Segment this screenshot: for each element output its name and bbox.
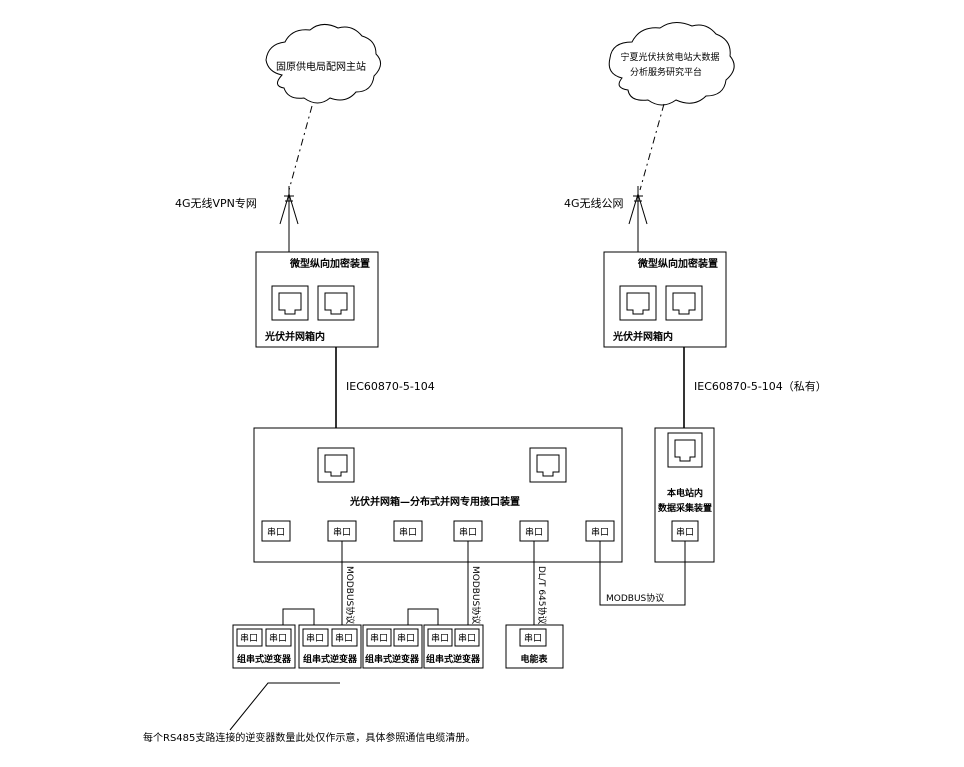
ethernet-port-icon bbox=[317, 447, 355, 483]
svg-text:串口: 串口 bbox=[399, 527, 417, 538]
svg-text:串口: 串口 bbox=[525, 527, 543, 538]
energy-meter: 串口 电能表 bbox=[505, 624, 564, 669]
svg-text:串口: 串口 bbox=[335, 633, 353, 644]
wireless-link-right bbox=[639, 103, 665, 191]
inverter-1-label: 组串式逆变器 bbox=[237, 653, 292, 665]
serial-port-1: 串口 bbox=[261, 520, 291, 542]
wireless-label-right: 4G无线公网 bbox=[564, 196, 624, 210]
serial-port-5: 串口 bbox=[519, 520, 549, 542]
ethernet-port-icon bbox=[529, 447, 567, 483]
svg-text:串口: 串口 bbox=[397, 633, 415, 644]
encryption-device-left-location: 光伏并网箱内 bbox=[264, 330, 325, 343]
cloud-left: 固原供电局配网主站 bbox=[265, 24, 381, 104]
svg-text:串口: 串口 bbox=[267, 527, 285, 538]
main-interface-device-label: 光伏并网箱—分布式并网专用接口装置 bbox=[349, 495, 520, 508]
encryption-device-right: 微型纵向加密装置 光伏并网箱内 bbox=[603, 251, 727, 348]
svg-text:串口: 串口 bbox=[306, 633, 324, 644]
antenna-left-icon bbox=[279, 186, 299, 252]
svg-text:串口: 串口 bbox=[524, 633, 542, 644]
cloud-right-label-line2: 分析服务研究平台 bbox=[630, 66, 702, 78]
note-leader-line bbox=[229, 682, 340, 731]
svg-text:串口: 串口 bbox=[431, 633, 449, 644]
serial-port-2: 串口 bbox=[327, 520, 357, 542]
inverter-1: 串口 串口 组串式逆变器 bbox=[232, 624, 296, 669]
modbus-label-2: MODBUS协议 bbox=[470, 566, 482, 624]
wireless-label-left: 4G无线VPN专网 bbox=[175, 196, 257, 210]
svg-text:串口: 串口 bbox=[333, 527, 351, 538]
serial-port-6: 串口 bbox=[585, 520, 615, 542]
modbus-label-1: MODBUS协议 bbox=[344, 566, 356, 624]
encryption-device-right-location: 光伏并网箱内 bbox=[612, 330, 673, 343]
inverter-chain-link-2 bbox=[407, 608, 439, 625]
serial-port-3: 串口 bbox=[393, 520, 423, 542]
energy-meter-label: 电能表 bbox=[520, 653, 548, 665]
svg-text:串口: 串口 bbox=[458, 633, 476, 644]
wireless-link-left bbox=[288, 105, 313, 191]
protocol-label-right: IEC60870-5-104（私有） bbox=[694, 379, 827, 393]
modbus-bottom-label: MODBUS协议 bbox=[606, 592, 664, 604]
acq-serial-port: 串口 bbox=[671, 520, 699, 542]
inverter-3-label: 组串式逆变器 bbox=[365, 653, 420, 665]
ethernet-port-icon bbox=[317, 285, 355, 321]
ethernet-port-icon bbox=[619, 285, 657, 321]
cloud-right-label-line1: 宁夏光伏扶贫电站大数据 bbox=[620, 51, 719, 63]
inverter-3: 串口 串口 组串式逆变器 bbox=[362, 624, 423, 669]
ethernet-port-icon bbox=[665, 285, 703, 321]
inverter-2: 串口 串口 组串式逆变器 bbox=[298, 624, 362, 669]
inverter-4-label: 组串式逆变器 bbox=[426, 653, 481, 665]
encryption-device-left-title: 微型纵向加密装置 bbox=[289, 257, 370, 270]
svg-text:串口: 串口 bbox=[240, 633, 258, 644]
antenna-right-icon bbox=[628, 186, 648, 252]
cloud-right: 宁夏光伏扶贫电站大数据 分析服务研究平台 bbox=[608, 22, 735, 106]
footnote: 每个RS485支路连接的逆变器数量此处仅作示意，具体参照通信电缆清册。 bbox=[143, 731, 475, 744]
inverter-4: 串口 串口 组串式逆变器 bbox=[423, 624, 484, 669]
svg-text:串口: 串口 bbox=[591, 527, 609, 538]
acq-device-label-line1: 本电站内 bbox=[667, 487, 703, 499]
encryption-device-left: 微型纵向加密装置 光伏并网箱内 bbox=[255, 251, 379, 348]
cloud-left-label: 固原供电局配网主站 bbox=[276, 60, 366, 73]
main-interface-device: 光伏并网箱—分布式并网专用接口装置 串口 串口 串口 串口 串口 串口 bbox=[253, 427, 623, 563]
svg-text:串口: 串口 bbox=[676, 527, 694, 538]
inverter-chain-link-1 bbox=[282, 608, 315, 625]
dlt645-label: DL/T 645协议 bbox=[536, 566, 548, 625]
serial-port-4: 串口 bbox=[453, 520, 483, 542]
inverter-2-label: 组串式逆变器 bbox=[303, 653, 358, 665]
svg-text:串口: 串口 bbox=[459, 527, 477, 538]
svg-text:串口: 串口 bbox=[269, 633, 287, 644]
svg-text:串口: 串口 bbox=[370, 633, 388, 644]
encryption-device-right-title: 微型纵向加密装置 bbox=[637, 257, 718, 270]
link-main-to-acq bbox=[599, 541, 686, 606]
acq-device-label-line2: 数据采集装置 bbox=[658, 502, 712, 514]
ethernet-port-icon bbox=[667, 432, 703, 468]
ethernet-port-icon bbox=[271, 285, 309, 321]
protocol-label-left: IEC60870-5-104 bbox=[346, 380, 435, 393]
